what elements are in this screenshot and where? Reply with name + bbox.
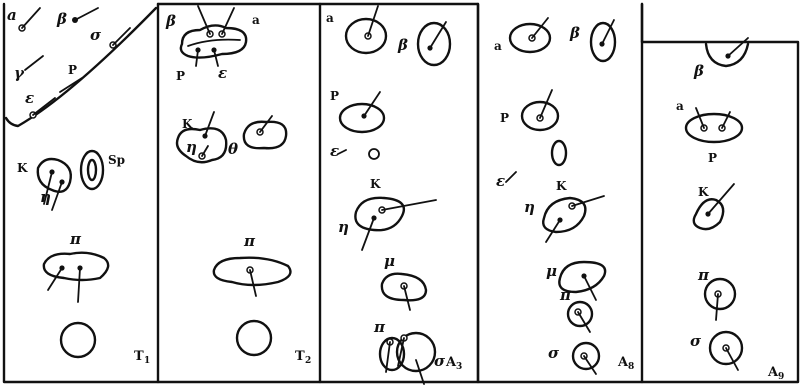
t1-label-a: a (7, 6, 17, 24)
a3-label-eta: η (338, 218, 349, 236)
a3-pi-body (378, 336, 406, 372)
a9-sigma-body (708, 330, 744, 366)
a3-label-sigma: σ (434, 352, 446, 370)
t2-pi-body (212, 256, 292, 287)
t2-blob (242, 120, 288, 150)
a9-beta-body (704, 42, 750, 68)
t2-circle (235, 319, 273, 357)
a3-label-epsilon: ε (330, 142, 339, 160)
a8-mu-body (558, 260, 607, 294)
a8-stage-label: A (617, 355, 629, 370)
panel-a8-frame (476, 2, 644, 384)
a9-label-k: K (698, 185, 709, 199)
panel-a3-frame (318, 2, 480, 384)
t2-label-eta: η (186, 138, 197, 156)
t1-label-sigma: σ (90, 26, 102, 44)
a3-beta-body (416, 21, 452, 67)
panel-a9: β a P K π σ A 9 (676, 37, 784, 382)
t2-stage-sub: 2 (305, 356, 311, 366)
a3-label-pi: π (373, 318, 386, 336)
panel-t1: a β σ γ P ε K η Sp π T 1 (4, 6, 158, 366)
a3-p-body (338, 102, 386, 134)
a3-label-mu: μ (384, 252, 395, 270)
a9-p-body (684, 112, 744, 144)
a8-label-mu: μ (546, 262, 557, 280)
t2-label-theta: θ (228, 140, 238, 158)
a8-k-body (542, 196, 587, 234)
t2-stage-label: T (295, 349, 305, 364)
a3-a-body (344, 17, 388, 55)
t1-circle (59, 321, 97, 359)
t1-label-sp: Sp (108, 153, 125, 167)
panel-a8: a β P ε K η μ π σ A 8 (494, 17, 634, 375)
t2-label-a: a (252, 13, 260, 27)
a8-label-pi: π (559, 286, 572, 304)
a9-label-sigma: σ (690, 332, 702, 350)
t2-cluster (179, 24, 248, 59)
a8-label-k: K (556, 179, 567, 193)
panel-a3: a β P ε K η μ π σ A 3 (326, 5, 462, 385)
t2-label-pi: π (243, 232, 256, 250)
a8-label-beta: β (569, 24, 580, 42)
t1-label-gamma: γ (14, 64, 25, 82)
t2-label-p: P (176, 69, 185, 83)
a3-label-p: P (330, 89, 339, 103)
t2-label-epsilon: ε (218, 64, 227, 82)
a3-label-beta: β (397, 36, 408, 54)
a3-stage-label: A (445, 355, 457, 370)
a8-beta-body (589, 21, 617, 63)
t1-stage-label: T (134, 349, 144, 364)
t2-label-beta: β (165, 12, 176, 30)
a3-sigma-body (395, 331, 437, 373)
a8-pi-body (566, 300, 594, 328)
a3-label-k: K (370, 177, 381, 191)
t1-sp-inner (86, 158, 98, 182)
a8-label-epsilon: ε (496, 172, 505, 190)
a8-p-body (520, 100, 560, 132)
a8-label-p: P (500, 111, 509, 125)
a9-k-body (692, 198, 725, 231)
a3-stage-sub: 3 (456, 362, 462, 372)
a3-k-body (354, 196, 406, 232)
a8-sigma-body (571, 341, 601, 371)
panel-t2: β a P ε K η θ π T 2 (165, 5, 311, 366)
panel-a9-frame (640, 40, 800, 384)
t1-label-k: K (17, 161, 28, 175)
a8-label-a: a (494, 39, 502, 53)
t1-label-beta: β (56, 10, 67, 28)
t1-pi-body (42, 251, 110, 282)
a8-a-body (508, 22, 552, 54)
t1-label-pi: π (69, 230, 82, 248)
a9-stage-label: A (767, 365, 779, 380)
t1-stage-sub: 1 (144, 356, 150, 366)
a9-label-beta: β (693, 62, 704, 80)
t1-sp-outer (79, 149, 105, 191)
a3-mu-body (380, 272, 428, 302)
t2-k-body (175, 127, 228, 164)
a3-label-a: a (326, 11, 334, 25)
t1-label-epsilon: ε (25, 89, 34, 107)
t2-label-k: K (182, 117, 193, 131)
panel-t2-frame (156, 2, 322, 384)
a9-stage-sub: 9 (778, 372, 784, 382)
a8-label-eta: η (524, 198, 535, 216)
t1-k-body (36, 157, 72, 193)
t1-label-p: P (68, 63, 77, 77)
a9-label-pi: π (697, 266, 710, 284)
a8-stage-sub: 8 (628, 362, 634, 372)
a8-small-oval (550, 139, 568, 167)
t1-label-eta: η (40, 188, 51, 206)
a9-label-a: a (676, 99, 684, 113)
a9-pi-body (703, 277, 737, 311)
panel-t1-frame (2, 2, 160, 384)
a8-label-sigma: σ (548, 344, 560, 362)
a9-label-p: P (708, 151, 717, 165)
